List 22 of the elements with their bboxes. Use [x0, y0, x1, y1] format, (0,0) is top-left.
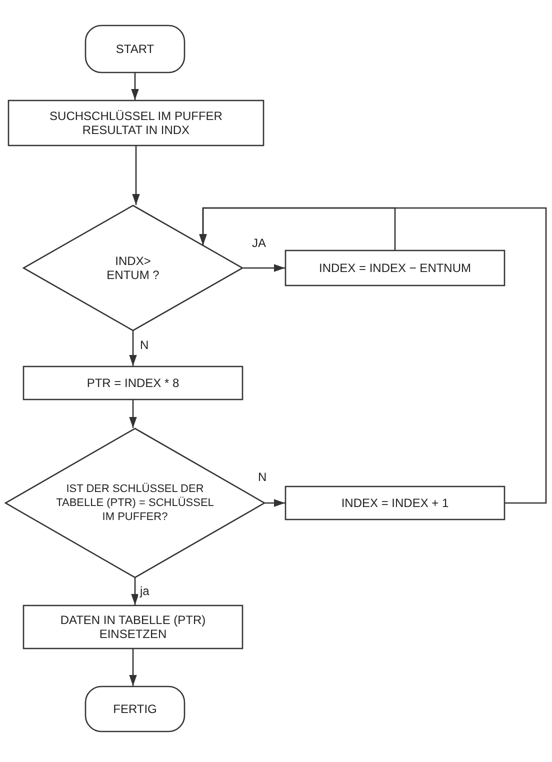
edge-label: ja — [138, 584, 152, 598]
arrow — [243, 264, 285, 272]
node-text: INDEX = INDEX + 1 — [341, 496, 449, 510]
arrow — [129, 400, 137, 428]
arrow — [129, 331, 137, 366]
node-text: FERTIG — [113, 702, 157, 716]
arrow — [199, 207, 547, 504]
node-text: IST DER SCHLÜSSEL DER TABELLE (PTR) = SCHLÜSSEL IM PUFFER? — [55, 482, 215, 524]
arrow — [131, 73, 139, 100]
node-text: INDEX = INDEX − ENTNUM — [318, 261, 472, 275]
edge-label: JA — [250, 236, 268, 250]
edge-label: N — [256, 470, 269, 484]
arrow — [132, 146, 140, 205]
arrow — [265, 499, 285, 507]
node-text: SUCHSCHLÜSSEL IM PUFFER RESULTAT IN INDX — [48, 109, 224, 137]
arrow — [131, 578, 139, 605]
arrow — [129, 649, 137, 686]
edge-label: N — [138, 338, 151, 352]
node-text: START — [116, 42, 154, 56]
node-text: PTR = INDEX * 8 — [86, 376, 180, 390]
node-text: DATEN IN TABELLE (PTR) EINSETZEN — [59, 613, 207, 641]
node-text: INDX> ENTUM ? — [106, 254, 160, 282]
